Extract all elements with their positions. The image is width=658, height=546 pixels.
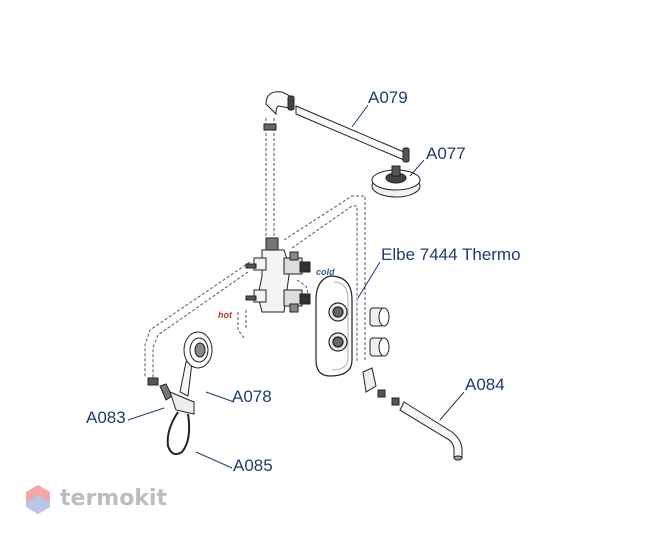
label-mixer: Elbe 7444 Thermo <box>381 245 521 264</box>
hidden-pipes <box>144 118 366 378</box>
logo-text: termokit <box>60 486 168 511</box>
termokit-logo: termokit <box>24 483 184 519</box>
valve-body <box>245 237 311 313</box>
label-cold: cold <box>316 267 335 277</box>
label-a084: A084 <box>465 375 505 394</box>
label-hot: hot <box>218 310 232 320</box>
label-a083: A083 <box>86 408 126 427</box>
hand-shower <box>147 331 213 455</box>
hexagon-logo-icon <box>26 485 50 514</box>
trim-plate <box>315 275 353 377</box>
label-a078: A078 <box>232 387 272 406</box>
label-a077: A077 <box>426 144 466 163</box>
label-a079: A079 <box>368 88 408 107</box>
overhead-shower <box>371 165 421 198</box>
leader-lines <box>127 104 465 469</box>
bath-spout <box>362 367 463 461</box>
label-a085: A085 <box>233 456 273 475</box>
shower-arm <box>263 91 410 163</box>
control-knobs <box>369 307 390 357</box>
